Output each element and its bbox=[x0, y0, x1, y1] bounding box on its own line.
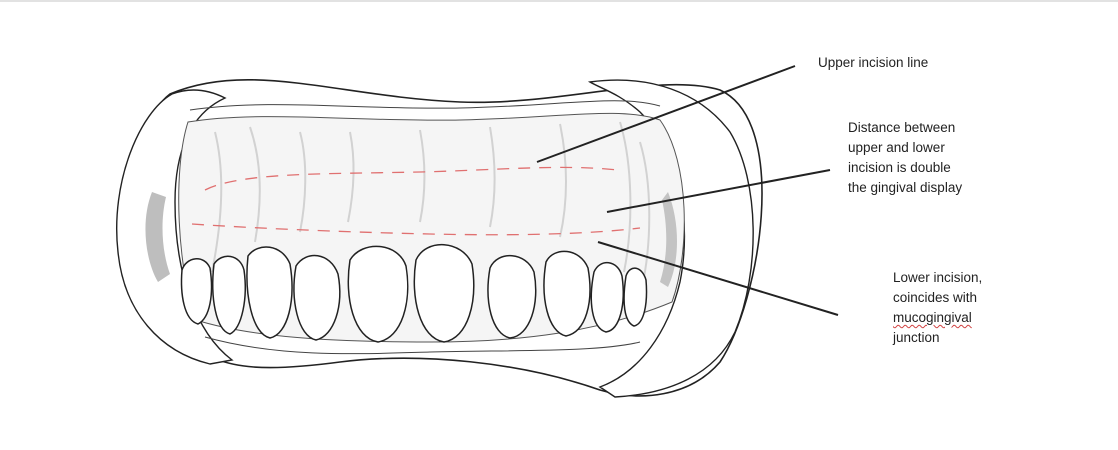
label-upper-incision-text: Upper incision line bbox=[818, 55, 928, 70]
label-upper-incision-line: Upper incision line bbox=[818, 53, 928, 73]
label-lower-incision-line-2: coincides with bbox=[893, 288, 982, 308]
label-lower-incision-line-1: Lower incision, bbox=[893, 268, 982, 288]
label-lower-incision-line-4: junction bbox=[893, 328, 982, 348]
label-distance-line-1: Distance between bbox=[848, 118, 962, 138]
label-distance-line-2: upper and lower bbox=[848, 138, 962, 158]
label-lower-incision: Lower incision, coincides with mucogingi… bbox=[893, 268, 982, 348]
label-distance-line-4: the gingival display bbox=[848, 178, 962, 198]
label-distance: Distance between upper and lower incisio… bbox=[848, 118, 962, 198]
upper-lip-inner-contour bbox=[190, 101, 660, 110]
tooth-right-molar bbox=[624, 268, 646, 326]
tooth-right-premolar-1 bbox=[591, 263, 623, 332]
tooth-right-canine bbox=[544, 251, 590, 336]
label-lower-incision-line-3: mucogingival bbox=[893, 308, 972, 328]
label-distance-line-3: incision is double bbox=[848, 158, 962, 178]
